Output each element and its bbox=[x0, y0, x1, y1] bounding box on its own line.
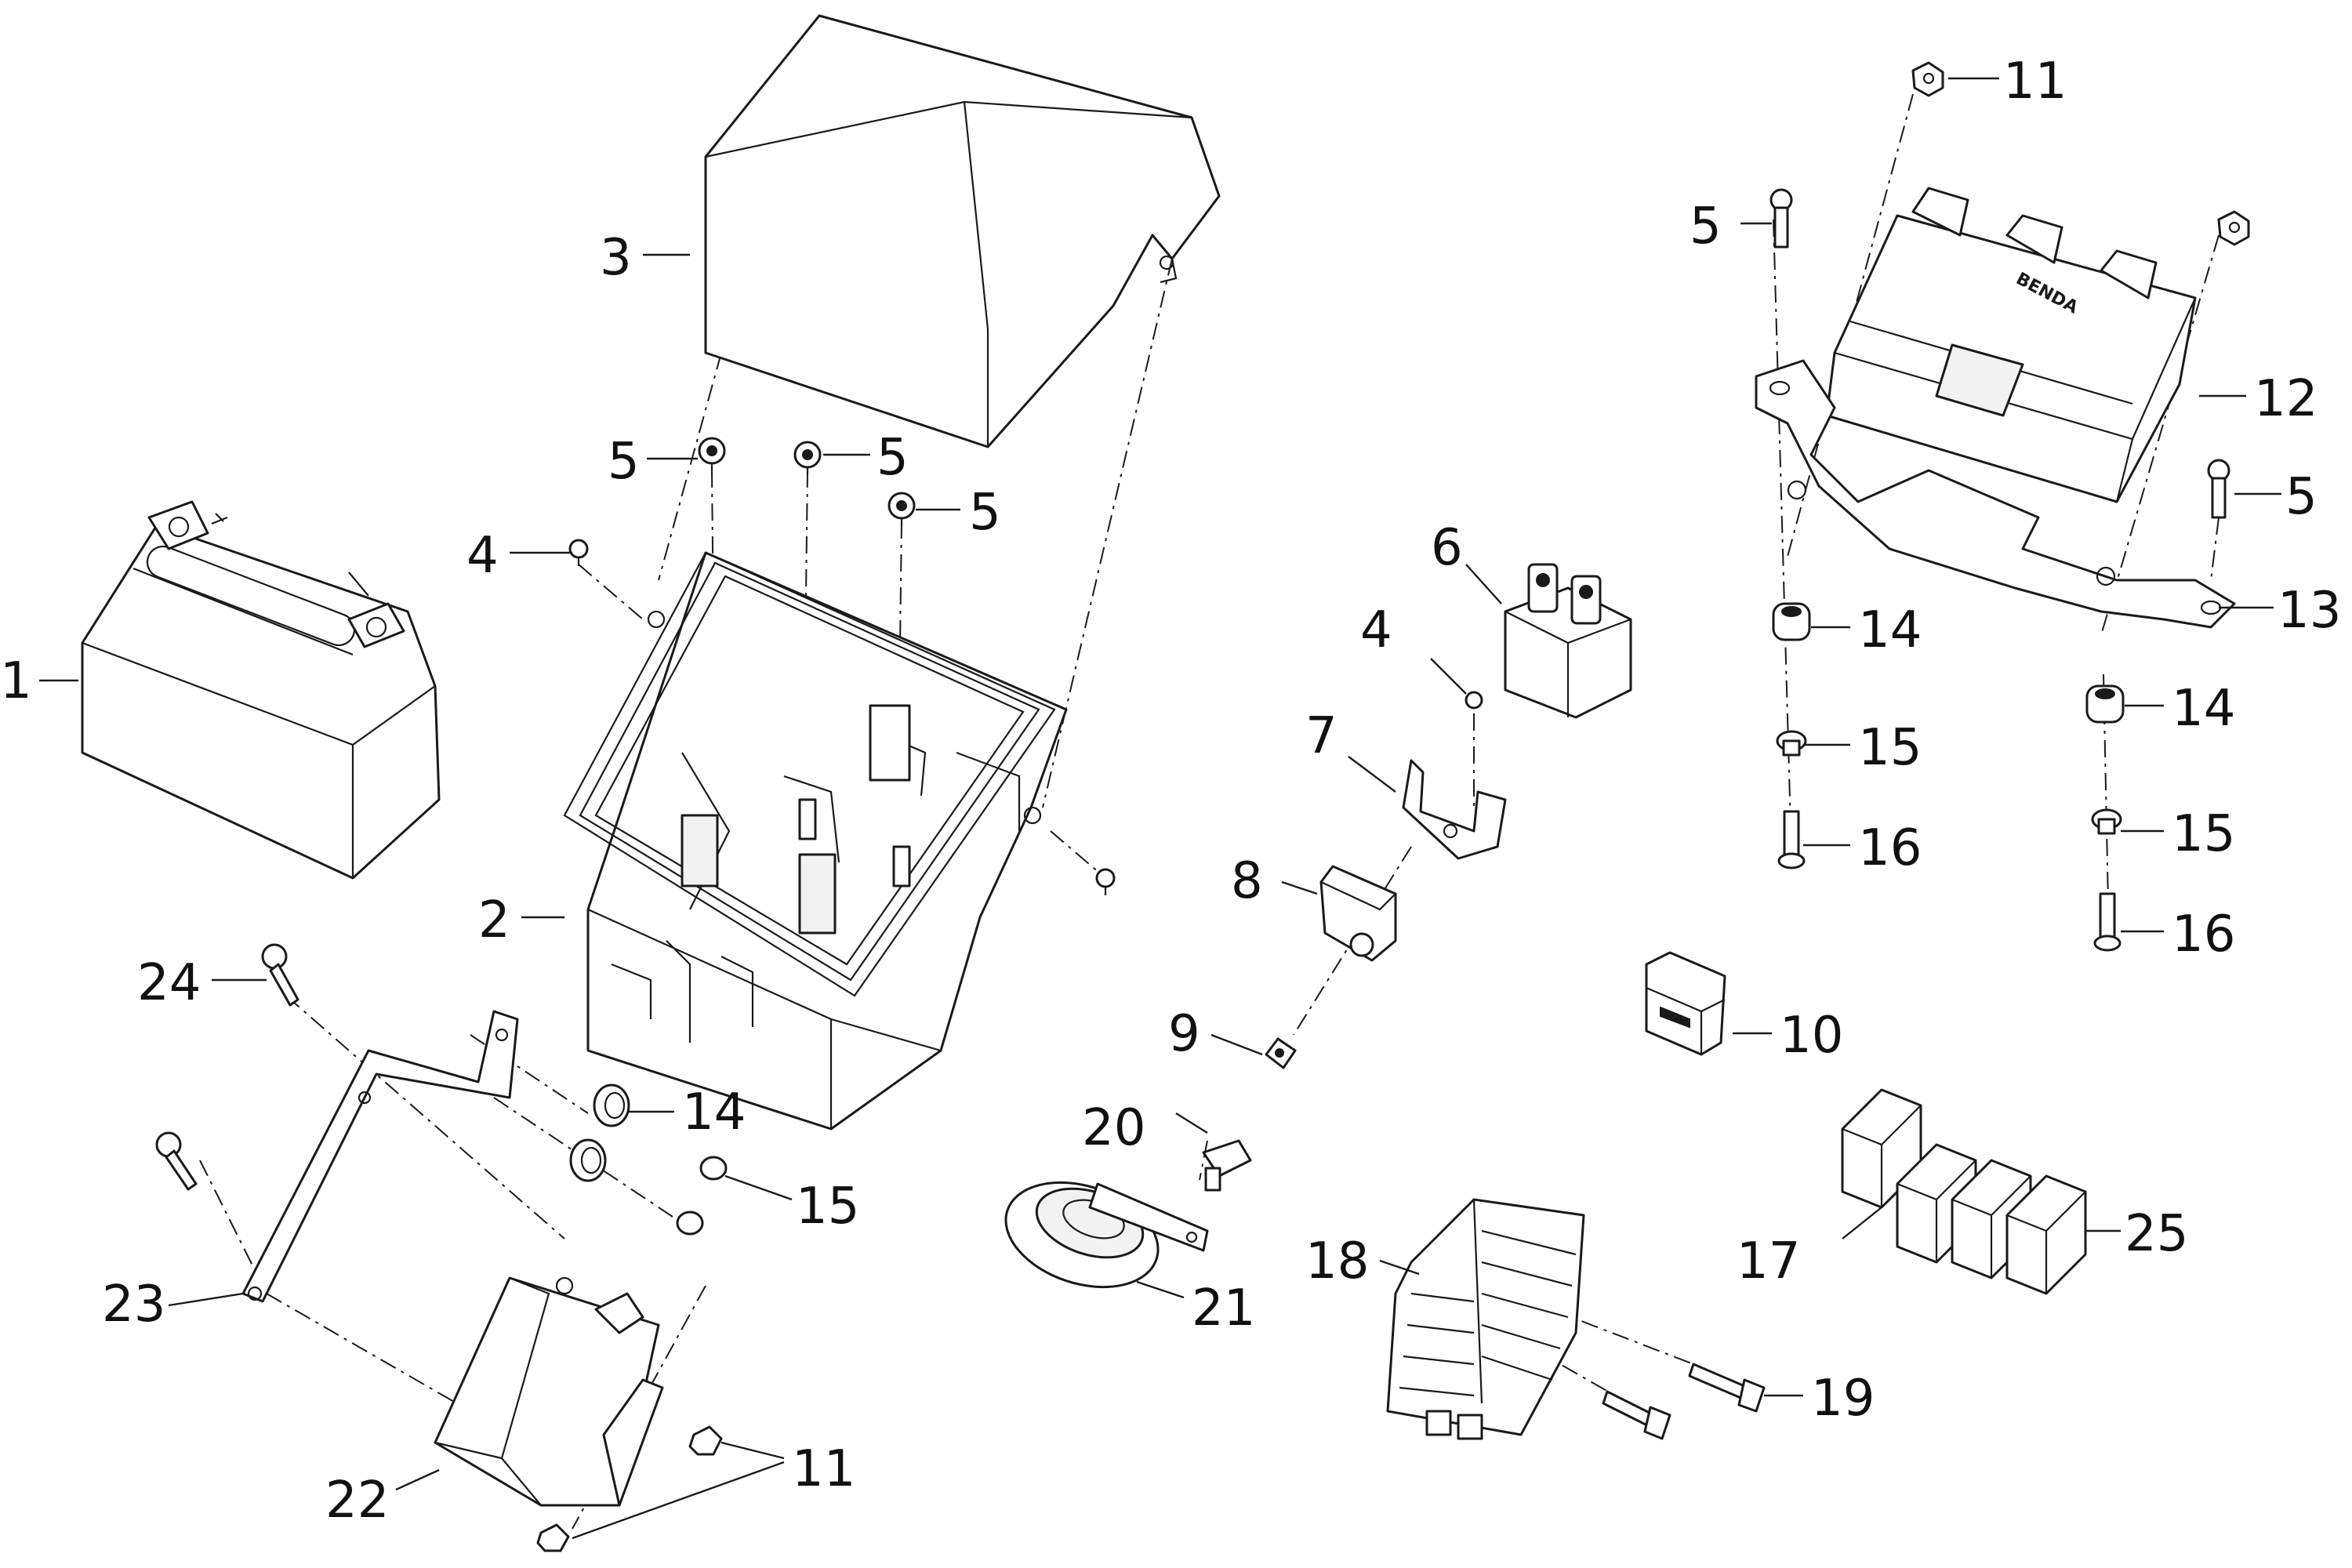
callout-5-ecu-top: 5 bbox=[1690, 198, 1722, 256]
callout-5-a: 5 bbox=[608, 433, 640, 491]
bolt-19-b bbox=[1602, 1390, 1671, 1440]
callout-11-top: 11 bbox=[2003, 53, 2067, 111]
horn bbox=[1004, 1181, 1209, 1289]
bolt-24 bbox=[261, 943, 299, 1007]
callout-5-b: 5 bbox=[877, 429, 909, 487]
callout-10: 10 bbox=[1780, 1007, 1843, 1065]
callout-15-left: 15 bbox=[1858, 719, 1922, 777]
callout-2: 2 bbox=[478, 891, 510, 949]
callout-15-right: 15 bbox=[2172, 805, 2235, 863]
bolt-5-a bbox=[698, 437, 726, 470]
relay-bracket bbox=[1402, 691, 1507, 860]
nut-11-top bbox=[1911, 61, 1944, 97]
callout-7: 7 bbox=[1305, 707, 1338, 765]
callout-14-right: 14 bbox=[2172, 680, 2235, 738]
grommet-14-lower-a bbox=[593, 1083, 630, 1127]
callout-24: 24 bbox=[137, 954, 201, 1012]
bolt-5-b bbox=[793, 441, 822, 474]
regulator bbox=[1386, 1198, 1585, 1440]
callout-13: 13 bbox=[2278, 582, 2341, 640]
callout-18: 18 bbox=[1305, 1232, 1369, 1290]
callout-6: 6 bbox=[1431, 519, 1463, 577]
battery-box bbox=[563, 551, 1068, 1131]
callout-20: 20 bbox=[1082, 1099, 1145, 1157]
collar-15-lower-b bbox=[676, 1210, 704, 1236]
leader-lines bbox=[39, 77, 2281, 1540]
callout-16-right: 16 bbox=[2172, 906, 2235, 964]
callout-labels: 1 2 3 4 5 5 5 6 4 7 8 9 10 11 5 12 5 13 … bbox=[0, 53, 2341, 1530]
callout-14-lower: 14 bbox=[682, 1083, 746, 1142]
callout-16-left: 16 bbox=[1858, 819, 1922, 877]
callout-22: 22 bbox=[325, 1472, 389, 1530]
battery bbox=[81, 500, 441, 880]
bolt-5-ecu-right bbox=[2207, 459, 2230, 519]
ecu bbox=[1825, 187, 2197, 503]
grommet-14-lower-b bbox=[569, 1138, 607, 1182]
ecu-bracket bbox=[1755, 359, 2236, 629]
bolt-5-ecu-top bbox=[1769, 188, 1793, 249]
callout-19: 19 bbox=[1811, 1370, 1875, 1428]
bolt-23 bbox=[155, 1131, 198, 1191]
callout-8: 8 bbox=[1231, 852, 1263, 910]
callout-11-bottom: 11 bbox=[792, 1440, 855, 1498]
fuse-box bbox=[434, 1276, 664, 1507]
bolt-5-c bbox=[887, 492, 916, 525]
relay-25 bbox=[2005, 1174, 2087, 1295]
screw-4-left bbox=[568, 539, 589, 566]
rubber-holder bbox=[1319, 865, 1397, 962]
collar-15-right bbox=[2091, 808, 2122, 835]
callout-14-left: 14 bbox=[1858, 601, 1922, 659]
bolt-16-left bbox=[1777, 810, 1806, 869]
callout-5-ecu-right: 5 bbox=[2285, 468, 2318, 526]
callout-1: 1 bbox=[0, 652, 32, 710]
callout-25: 25 bbox=[2125, 1205, 2188, 1263]
callout-15-lower: 15 bbox=[796, 1178, 859, 1236]
nut-ecu-right bbox=[2217, 210, 2250, 246]
grommet-14-left bbox=[1772, 602, 1811, 641]
callout-5-c: 5 bbox=[969, 484, 1001, 542]
relay-group bbox=[1841, 1088, 2087, 1295]
bolt-9 bbox=[1265, 1037, 1297, 1069]
screw-box-right bbox=[1095, 868, 1116, 895]
nut-11-bottom-b bbox=[536, 1523, 570, 1552]
callout-17: 17 bbox=[1737, 1232, 1800, 1290]
collar-15-left bbox=[1776, 730, 1807, 757]
callout-12: 12 bbox=[2254, 370, 2318, 428]
mounting-bracket bbox=[241, 1010, 519, 1303]
bolt-19-a bbox=[1688, 1363, 1766, 1413]
battery-cover bbox=[704, 14, 1221, 448]
bolt-20 bbox=[1202, 1139, 1252, 1192]
collar-15-lower-a bbox=[699, 1156, 728, 1181]
callout-4-left: 4 bbox=[466, 527, 499, 585]
callout-3: 3 bbox=[600, 229, 632, 287]
callout-23: 23 bbox=[102, 1276, 165, 1334]
starter-relay bbox=[1504, 563, 1632, 719]
connector bbox=[1645, 951, 1726, 1056]
grommet-14-right bbox=[2085, 684, 2125, 724]
callout-9: 9 bbox=[1168, 1005, 1200, 1063]
bolt-16-right bbox=[2093, 892, 2122, 952]
nut-11-bottom-a bbox=[688, 1425, 723, 1456]
callout-4-right: 4 bbox=[1360, 601, 1392, 659]
callout-21: 21 bbox=[1192, 1279, 1255, 1338]
